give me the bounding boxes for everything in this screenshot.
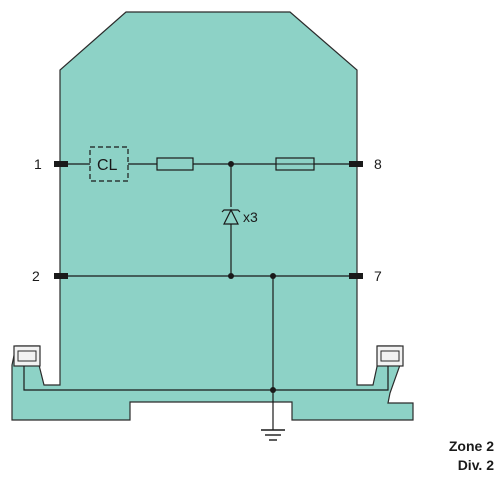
terminal-1-pad — [54, 161, 68, 167]
terminal-7-pad — [349, 273, 363, 279]
terminal-8-pad — [349, 161, 363, 167]
terminal-label-8: 8 — [374, 156, 382, 172]
terminal-label-2: 2 — [32, 268, 40, 284]
right-mounting-clip-icon — [376, 345, 404, 367]
terminal-label-7: 7 — [374, 268, 382, 284]
terminal-2-pad — [54, 273, 68, 279]
zone-label: Zone 2 — [448, 438, 494, 454]
division-label: Div. 2 — [457, 457, 494, 473]
junction-rail — [270, 387, 276, 393]
module-housing — [11, 11, 414, 421]
rail-ground-wire — [23, 366, 389, 391]
ground-icon — [261, 429, 285, 441]
diode-multiplier-label: x3 — [243, 209, 258, 225]
junction-diode-bottom — [228, 273, 234, 279]
terminal-label-1: 1 — [34, 156, 42, 172]
left-mounting-clip-icon — [13, 345, 41, 367]
junction-top — [228, 161, 234, 167]
junction-ground-branch — [270, 273, 276, 279]
current-limiter-box — [89, 146, 129, 182]
hazardous-area-classification: Zone 2 Div. 2 — [449, 437, 494, 475]
current-limiter-label: CL — [97, 157, 118, 174]
